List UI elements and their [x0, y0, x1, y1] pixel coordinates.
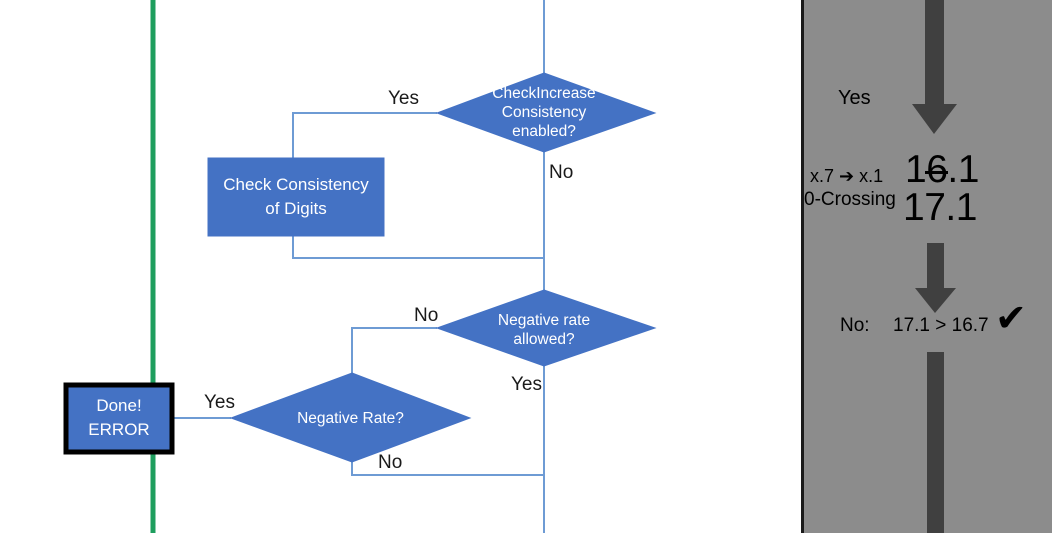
node-label-check-increase-consistency: CheckIncrease Consistency enabled?: [492, 85, 596, 140]
panel-value-struck-digit: 6: [926, 148, 948, 191]
node-negative-rate-allowed[interactable]: [435, 289, 657, 367]
panel-result-prefix: No:: [840, 315, 870, 336]
node-label-negative-rate: Negative Rate?: [297, 410, 404, 427]
panel-zero-crossing-label: 0-Crossing: [804, 189, 896, 210]
down-arrow-top: [912, 0, 957, 134]
check-mark-icon: ✔: [995, 298, 1027, 340]
panel-rounding-label: x.7 ➔ x.1: [810, 166, 884, 186]
flowchart-svg: [63, 0, 657, 533]
node-negative-rate[interactable]: [229, 372, 472, 463]
node-label-check-consistency-of-digits: Check Consistency of Digits: [223, 175, 369, 218]
node-check-consistency-of-digits[interactable]: [207, 157, 385, 237]
edge-label-yes-negative-rate: Yes: [204, 392, 235, 413]
node-check-increase-consistency[interactable]: [435, 72, 657, 153]
edge-label-yes-negative-allowed: Yes: [511, 374, 542, 395]
annotation-panel: Yes x.7 ➔ x.1 0-Crossing 16.1 17.1 No: 1…: [801, 0, 1052, 533]
panel-value-struck-suffix: .1: [947, 148, 979, 191]
flowchart-region: CheckIncrease Consistency enabled? Check…: [63, 0, 657, 533]
panel-value-struck-prefix: 1: [905, 148, 927, 191]
down-arrow-middle: [915, 243, 956, 313]
edge-label-no-negative-rate: No: [378, 452, 403, 473]
panel-arrows-svg: [912, 0, 957, 533]
node-done-error[interactable]: [63, 382, 175, 455]
edge-label-no-negative-allowed: No: [414, 305, 439, 326]
panel-result-comparison: 17.1 > 16.7: [893, 315, 989, 336]
connector-no-negative-rate: [351, 462, 544, 476]
panel-value-struck: 16.1: [905, 150, 979, 189]
down-bar-bottom: [927, 352, 944, 533]
panel-value-second: 17.1: [903, 186, 977, 229]
panel-yes-label: Yes: [838, 87, 871, 109]
node-label-negative-rate-allowed: Negative rate allowed?: [497, 312, 591, 348]
node-label-done-error: Done! ERROR: [88, 396, 150, 439]
edge-label-yes-check-increase: Yes: [388, 88, 419, 109]
edge-label-no-check-increase: No: [549, 162, 574, 183]
